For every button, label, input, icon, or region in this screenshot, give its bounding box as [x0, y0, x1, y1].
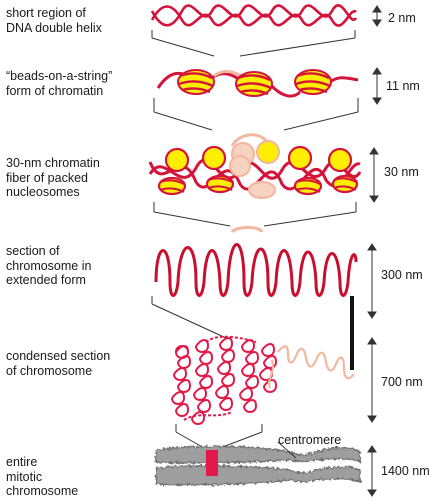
condensed-section-coils: [172, 337, 354, 424]
highlighted-section: [206, 450, 218, 476]
zoom-lines-5: [176, 424, 262, 448]
dna-double-helix: [152, 5, 356, 25]
extended-chromosome-loops: [156, 228, 356, 296]
zoom-lines-4: [152, 296, 226, 338]
scale-bar-300nm: [350, 296, 354, 370]
zoom-lines-3: [154, 202, 356, 226]
zoom-lines-1: [152, 30, 355, 56]
beads-on-a-string: [158, 70, 358, 96]
mitotic-chromosome: [156, 442, 360, 485]
30nm-fiber: [150, 135, 360, 198]
scale-arrows: [368, 6, 381, 496]
zoom-lines-2: [154, 98, 358, 130]
